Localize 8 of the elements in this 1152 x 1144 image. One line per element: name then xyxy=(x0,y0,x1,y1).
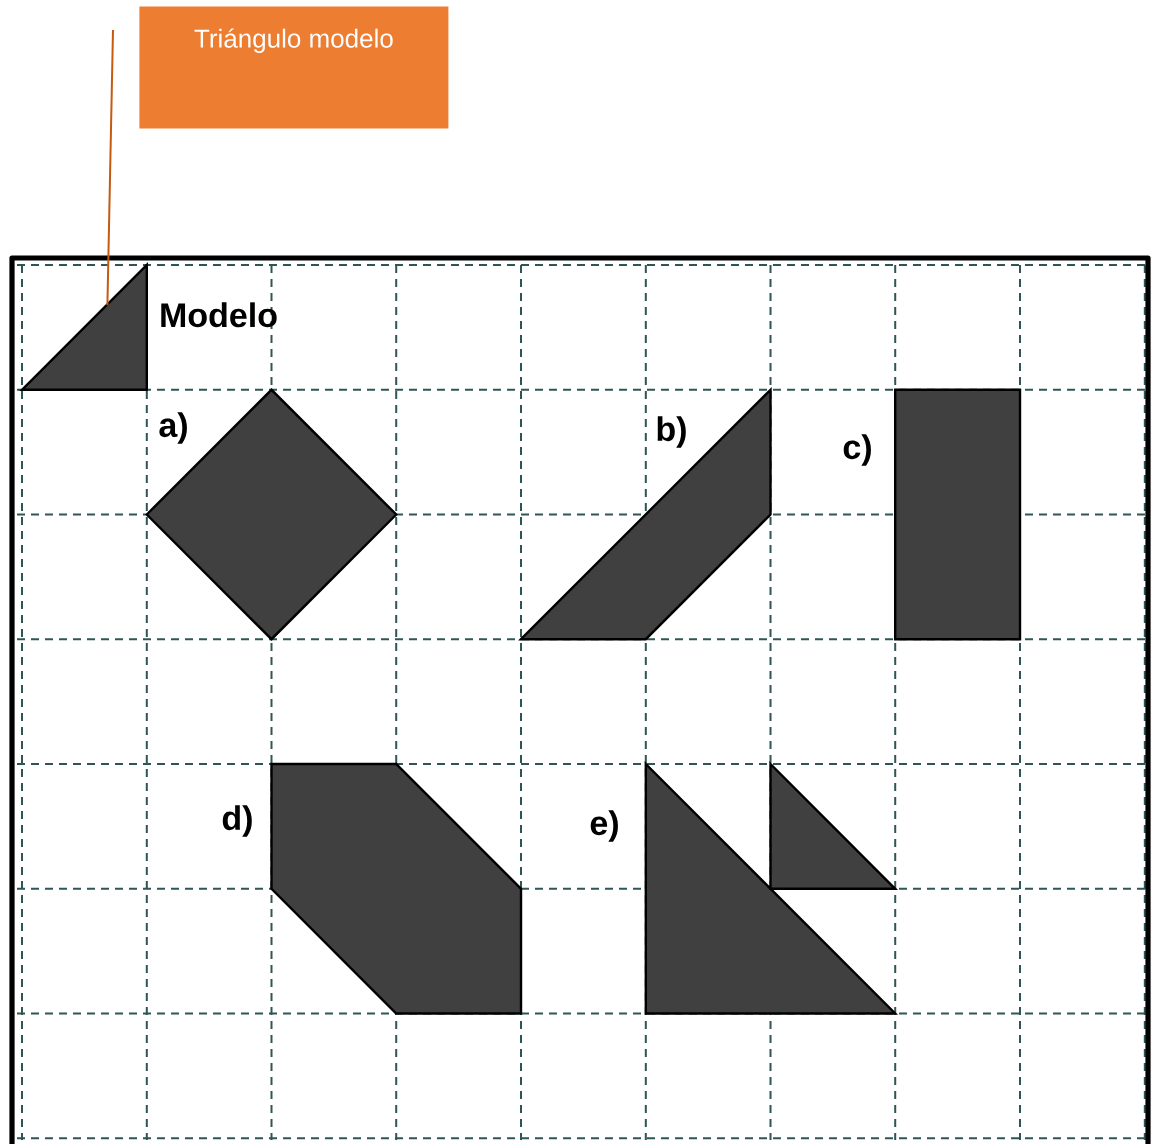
figure-label: e) xyxy=(590,810,618,842)
figure-label: b) xyxy=(657,416,686,448)
leader-line xyxy=(106,29,114,307)
figure-label: d) xyxy=(222,805,252,837)
model-label: Modelo xyxy=(161,302,277,328)
callout-box: Triángulo modelo xyxy=(139,6,449,129)
figure-label: c) xyxy=(843,434,871,466)
figure-label: a) xyxy=(159,412,187,444)
